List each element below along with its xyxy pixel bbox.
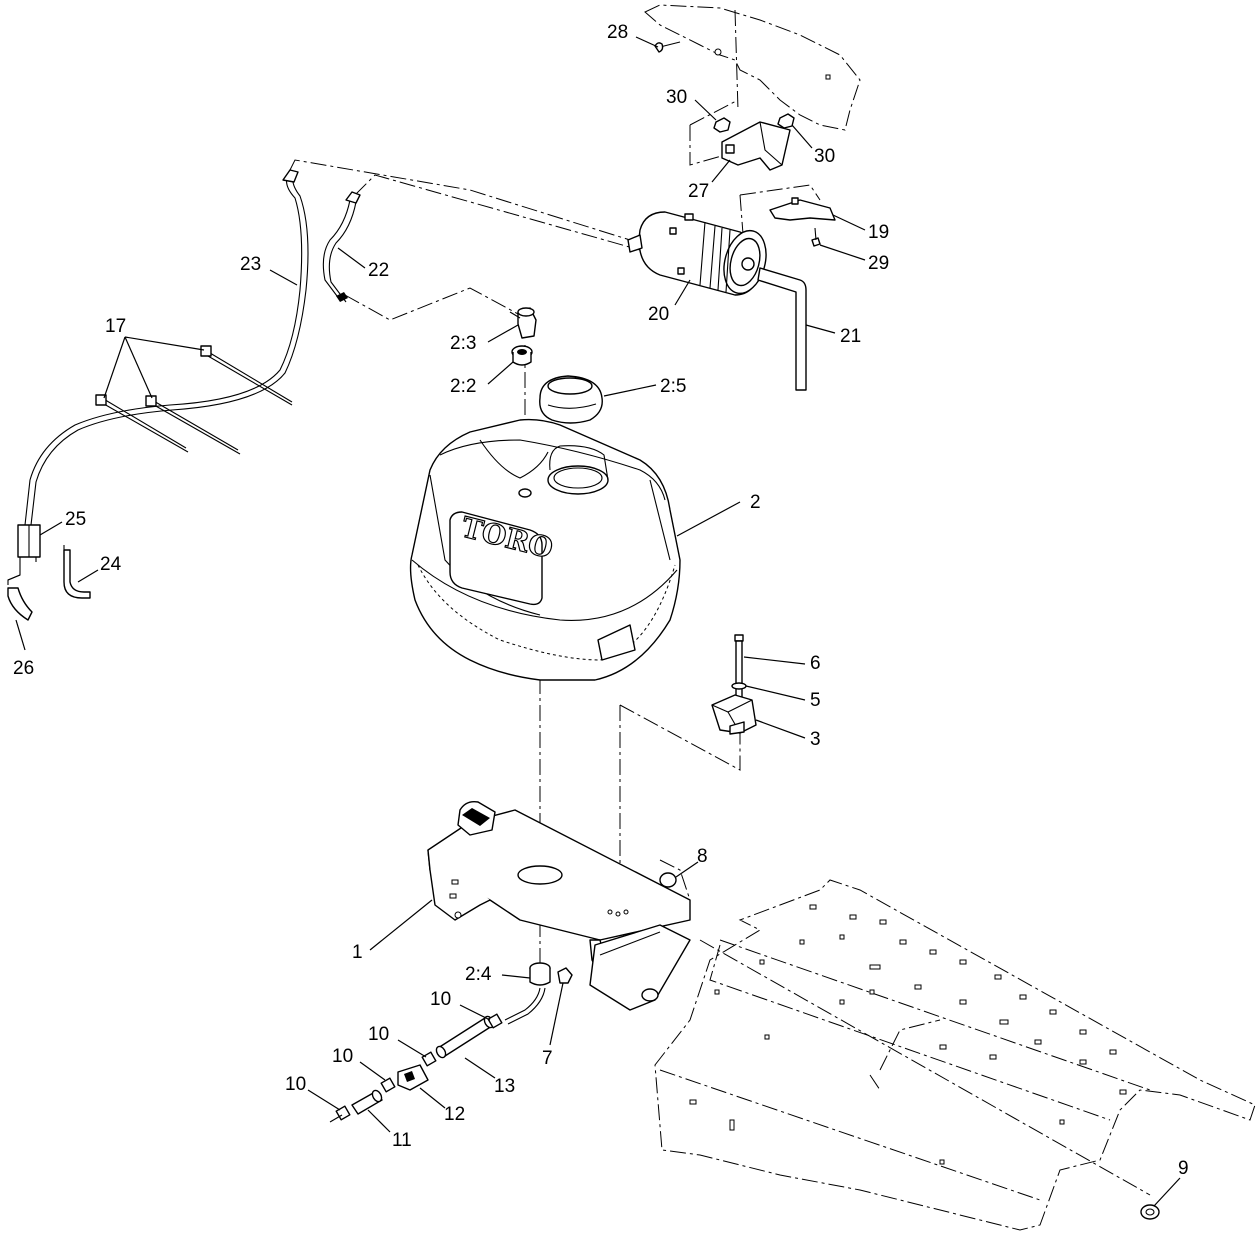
callout-28: 28: [607, 22, 628, 43]
knob-8: [659, 872, 677, 888]
callout-8: 8: [697, 846, 708, 867]
callout-2: 2: [750, 492, 761, 513]
hose-24: [63, 545, 91, 599]
callout-19: 19: [868, 222, 889, 243]
callout-3: 3: [810, 729, 821, 750]
cable-tie-17-b: [95, 394, 189, 453]
bushing-7: [557, 967, 573, 984]
fuel-line-13: [435, 1015, 495, 1059]
cable-tie-17-c: [145, 395, 241, 455]
grommet-2-2: [511, 345, 533, 366]
clamp-10-c: [380, 1077, 396, 1093]
callout-2-5: 2:5: [660, 376, 686, 397]
callout-10-d: 10: [285, 1074, 306, 1095]
callout-24: 24: [100, 554, 122, 575]
callout-30-left: 30: [666, 87, 687, 108]
callout-26: 26: [13, 658, 34, 679]
fitting-2-4: [504, 962, 551, 1025]
hose-23: [24, 169, 309, 526]
fuel-tank-2: TORO: [409, 418, 681, 681]
canister-20: [627, 211, 767, 296]
callout-7: 7: [542, 1048, 553, 1069]
upper-mount-plate: [644, 4, 861, 131]
fuel-line-11: [351, 1089, 383, 1115]
bolt-6: [734, 634, 744, 706]
callout-10-a: 10: [430, 989, 451, 1010]
callout-9: 9: [1178, 1158, 1189, 1179]
screw-28: [654, 41, 681, 53]
clamp-19: [769, 197, 836, 221]
washer-5: [731, 682, 747, 690]
callout-labels: 28 30 30 27 19 29 20 21 23 22 17 2:3 2:2…: [13, 22, 1189, 1179]
callout-1: 1: [352, 942, 363, 963]
cable-tie-17-a: [200, 345, 293, 406]
washer-9: [1140, 1204, 1160, 1220]
bracket-27: [721, 121, 791, 171]
connector-25: [7, 524, 41, 585]
callout-22: 22: [368, 260, 389, 281]
leader-lines: [15, 36, 1181, 1207]
nut-30-left: [713, 117, 731, 133]
fitting-2-3: [509, 307, 537, 339]
callout-25: 25: [65, 509, 86, 530]
filter-12: [397, 1064, 429, 1091]
callout-10-b: 10: [368, 1024, 389, 1045]
hose-26: [7, 574, 33, 621]
mount-3: [711, 694, 757, 735]
callout-20: 20: [648, 304, 669, 325]
callout-6: 6: [810, 653, 821, 674]
callout-27: 27: [688, 181, 709, 202]
callout-5: 5: [810, 690, 821, 711]
callout-23: 23: [240, 254, 261, 275]
callout-2-4: 2:4: [465, 964, 492, 985]
callout-30-right: 30: [814, 146, 835, 167]
callout-29: 29: [868, 253, 889, 274]
callout-11: 11: [392, 1130, 412, 1151]
hose-22: [322, 191, 361, 303]
callout-2-2: 2:2: [450, 376, 476, 397]
callout-17: 17: [105, 316, 126, 337]
hose-21: [757, 267, 807, 391]
clamp-10-a: [487, 1013, 503, 1029]
screw-29: [811, 227, 821, 247]
clamp-10-b: [421, 1051, 437, 1067]
callout-21: 21: [840, 326, 861, 347]
callout-10-c: 10: [332, 1046, 353, 1067]
callout-12: 12: [444, 1104, 465, 1125]
frame-panel: [654, 879, 1256, 1231]
nut-30-right: [777, 113, 795, 129]
fuel-cap-2-5: [539, 375, 603, 424]
callout-2-3: 2:3: [450, 333, 476, 354]
tank-bracket-1: [427, 800, 691, 1011]
callout-13: 13: [494, 1076, 515, 1097]
